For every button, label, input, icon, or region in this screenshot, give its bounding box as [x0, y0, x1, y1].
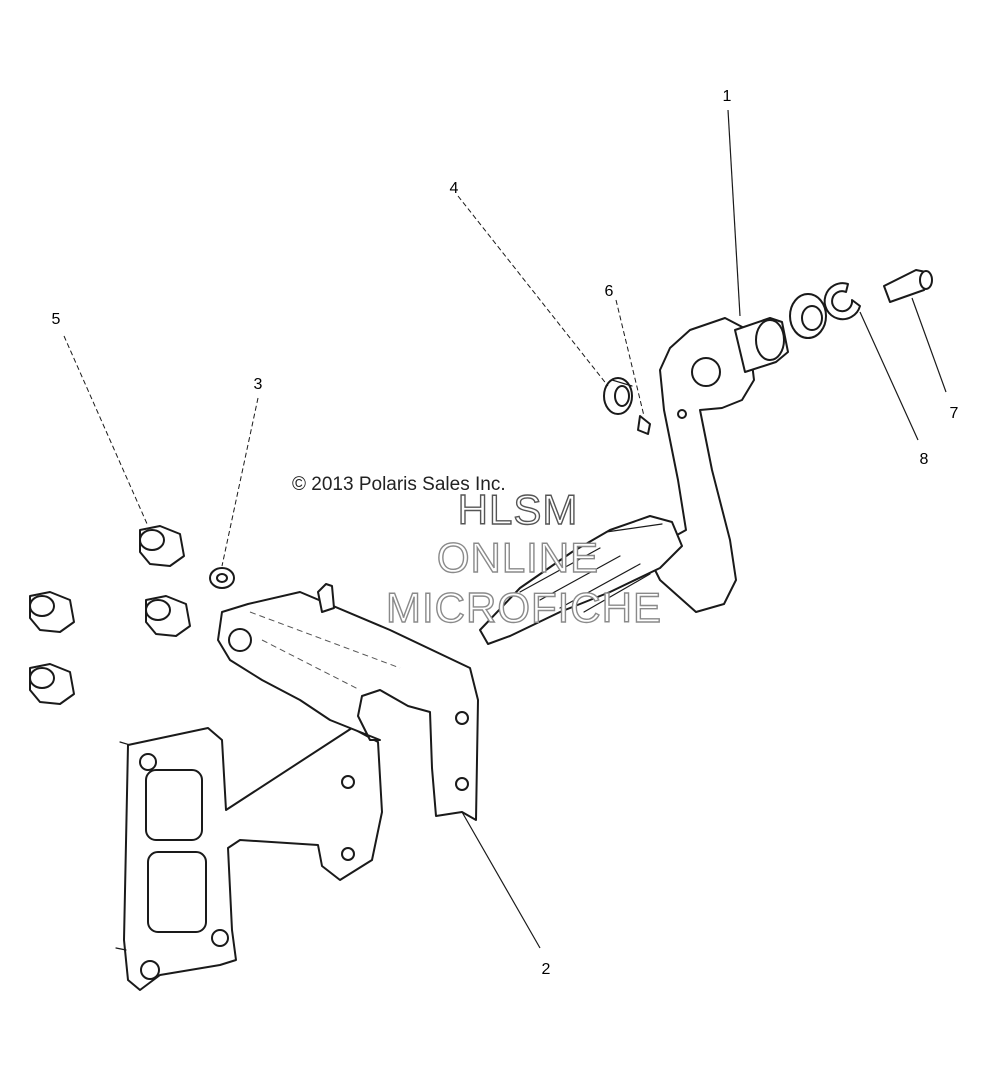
pivot-bracket [217, 583, 479, 821]
clevis-pin [883, 269, 933, 303]
plate-hole [341, 847, 355, 861]
callout-3: 3 [254, 376, 263, 393]
leader-lines [63, 109, 947, 949]
watermark-line1: HLSM [458, 486, 579, 533]
callout-6: 6 [605, 283, 614, 300]
callout-4: 4 [450, 180, 459, 197]
e-clip [823, 282, 861, 321]
plate-stud [119, 741, 131, 746]
pedal-tube-end [755, 319, 785, 361]
pedal-clip-hole [677, 409, 687, 419]
watermark: HLSM ONLINE MICROFICHE [385, 485, 662, 631]
bracket-pivot-hole [228, 628, 252, 652]
mounting-plate [115, 727, 383, 991]
bracket-pivot-shaft [317, 583, 335, 613]
plate-hole [211, 929, 229, 947]
bracket-hole [455, 711, 469, 725]
callout-labels: 1 2 3 4 5 6 7 8 [52, 88, 959, 978]
nut [29, 663, 75, 705]
watermark-line3: MICROFICHE [386, 584, 662, 631]
tube-bushing [789, 293, 827, 339]
plate-cutout-lower [147, 851, 207, 933]
plate-cutout-upper [145, 769, 203, 841]
hairpin-clip [637, 415, 651, 435]
nut [139, 525, 185, 567]
callout-2: 2 [542, 961, 551, 978]
callout-1: 1 [723, 88, 732, 105]
washer [209, 567, 235, 589]
plate-hole [140, 960, 160, 980]
pedal-pivot-bore [691, 357, 721, 387]
pedal-pad [479, 515, 683, 645]
copyright-text: © 2013 Polaris Sales Inc. [292, 474, 506, 495]
brake-pedal [479, 317, 789, 645]
plate-hole [341, 775, 355, 789]
callout-5: 5 [52, 311, 61, 328]
callout-7: 7 [950, 405, 959, 422]
nut [145, 595, 191, 637]
nut [29, 591, 75, 633]
plate-hole [139, 753, 157, 771]
bracket-hole [455, 777, 469, 791]
plate-stud [115, 947, 127, 951]
watermark-line2: ONLINE [437, 534, 599, 581]
bushing [603, 377, 633, 415]
callout-8: 8 [920, 451, 929, 468]
